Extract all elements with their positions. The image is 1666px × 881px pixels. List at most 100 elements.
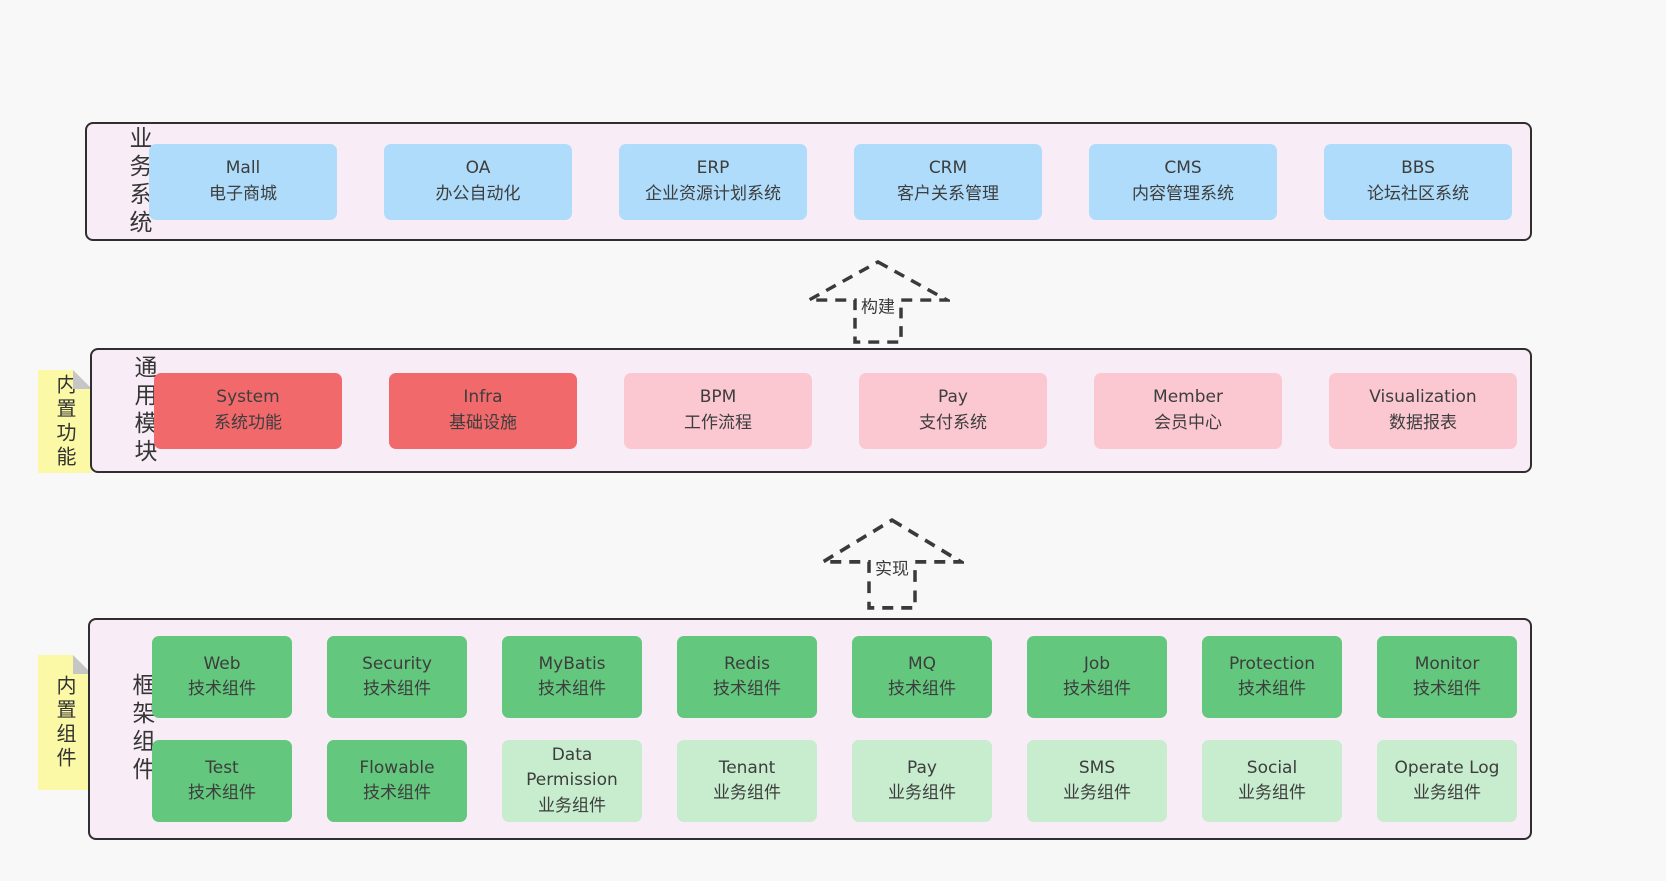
- business-box-mall: Mall 电子商城: [149, 143, 337, 220]
- framework-box-social: Social 业务组件: [1202, 740, 1342, 822]
- framework-box-tenant: Tenant 业务组件: [677, 740, 817, 822]
- business-box-crm: CRM 客户关系管理: [854, 143, 1042, 220]
- box-title: Protection: [1228, 653, 1315, 674]
- framework-box-test: Test 技术组件: [152, 740, 292, 822]
- box-subtitle: 技术组件: [363, 679, 431, 699]
- framework-box-protection: Protection 技术组件: [1202, 636, 1342, 718]
- box-title: Tenant: [718, 757, 776, 778]
- box-subtitle: 业务组件: [888, 783, 956, 803]
- framework-box-monitor: Monitor 技术组件: [1377, 636, 1517, 718]
- box-title: CRM: [928, 158, 968, 178]
- box-title: Test: [205, 757, 239, 778]
- module-box-visualization: Visualization 数据报表: [1329, 372, 1517, 449]
- box-subtitle: 业务组件: [1413, 783, 1481, 803]
- box-title: Mall: [225, 158, 261, 178]
- box-title: BBS: [1401, 158, 1435, 178]
- framework-box-mq: MQ 技术组件: [852, 636, 992, 718]
- box-subtitle: 业务组件: [1063, 783, 1131, 803]
- box-title: Job: [1083, 653, 1111, 674]
- box-title: Member: [1153, 387, 1223, 407]
- box-subtitle: 技术组件: [1238, 679, 1306, 699]
- box-title: MyBatis: [538, 653, 606, 674]
- implement-arrow: 实现: [820, 518, 964, 610]
- module-box-system: System 系统功能: [154, 372, 342, 449]
- framework-rows: Web 技术组件 Security 技术组件 MyBatis 技术组件 Redi…: [152, 636, 1517, 822]
- module-box-pay: Pay 支付系统: [859, 372, 1047, 449]
- box-subtitle: 技术组件: [363, 783, 431, 803]
- box-title: MQ: [907, 653, 937, 674]
- section-business-label: 业务系统: [125, 125, 151, 238]
- builtin-features-note-text: 内置功能: [53, 373, 77, 470]
- box-subtitle: 技术组件: [538, 679, 606, 699]
- box-title: Flowable: [359, 757, 435, 778]
- build-arrow-label: 构建: [858, 292, 898, 318]
- implement-arrow-label: 实现: [872, 554, 912, 580]
- box-title: Web: [203, 653, 241, 674]
- box-subtitle: 业务组件: [713, 783, 781, 803]
- section-common-modules: 通用模块 System 系统功能 Infra 基础设施 BPM 工作流程 Pay…: [90, 348, 1532, 473]
- box-title: System: [216, 387, 280, 407]
- business-box-erp: ERP 企业资源计划系统: [619, 143, 807, 220]
- module-boxes: System 系统功能 Infra 基础设施 BPM 工作流程 Pay 支付系统…: [154, 372, 1517, 449]
- framework-box-flowable: Flowable 技术组件: [327, 740, 467, 822]
- framework-box-operate-log: Operate Log 业务组件: [1377, 740, 1517, 822]
- framework-row-2: Test 技术组件 Flowable 技术组件 Data Permission …: [152, 740, 1517, 822]
- build-arrow: 构建: [806, 260, 950, 344]
- box-subtitle: 支付系统: [919, 412, 987, 433]
- box-subtitle: 电子商城: [209, 183, 277, 204]
- business-box-oa: OA 办公自动化: [384, 143, 572, 220]
- box-title: Social: [1246, 757, 1298, 778]
- box-title: Security: [362, 653, 432, 674]
- builtin-features-note: 内置功能: [38, 370, 92, 473]
- framework-box-sms: SMS 业务组件: [1027, 740, 1167, 822]
- up-arrow-icon: [820, 518, 964, 610]
- box-subtitle: 技术组件: [1063, 679, 1131, 699]
- box-subtitle: 技术组件: [188, 783, 256, 803]
- box-subtitle: 工作流程: [684, 412, 752, 433]
- section-framework-components: 框架组件 Web 技术组件 Security 技术组件 MyBatis 技术组件…: [88, 618, 1532, 840]
- box-title: OA: [465, 158, 491, 178]
- business-box-cms: CMS 内容管理系统: [1089, 143, 1277, 220]
- framework-box-redis: Redis 技术组件: [677, 636, 817, 718]
- box-subtitle: 系统功能: [214, 412, 282, 433]
- box-subtitle: 业务组件: [1238, 783, 1306, 803]
- box-subtitle: 会员中心: [1154, 412, 1222, 433]
- box-title: Visualization: [1369, 387, 1477, 407]
- section-business-systems: 业务系统 Mall 电子商城 OA 办公自动化 ERP 企业资源计划系统 CRM…: [85, 122, 1532, 241]
- box-title: Monitor: [1414, 653, 1480, 674]
- framework-row-1: Web 技术组件 Security 技术组件 MyBatis 技术组件 Redi…: [152, 636, 1517, 718]
- box-title: ERP: [696, 158, 730, 178]
- business-boxes: Mall 电子商城 OA 办公自动化 ERP 企业资源计划系统 CRM 客户关系…: [149, 143, 1512, 220]
- box-subtitle: 企业资源计划系统: [645, 183, 781, 204]
- framework-box-pay: Pay 业务组件: [852, 740, 992, 822]
- box-title: Data Permission: [526, 744, 618, 791]
- box-title: CMS: [1164, 158, 1202, 178]
- box-subtitle: 客户关系管理: [897, 183, 999, 204]
- module-box-bpm: BPM 工作流程: [624, 372, 812, 449]
- box-title: Infra: [463, 387, 503, 407]
- box-subtitle: 技术组件: [188, 679, 256, 699]
- section-framework-label: 框架组件: [128, 673, 154, 785]
- box-subtitle: 业务组件: [538, 795, 606, 816]
- framework-box-data-permission: Data Permission 业务组件: [502, 740, 642, 822]
- section-modules-label: 通用模块: [130, 354, 156, 467]
- up-arrow-icon: [806, 260, 950, 344]
- module-box-member: Member 会员中心: [1094, 372, 1282, 449]
- box-title: Operate Log: [1394, 757, 1500, 778]
- builtin-components-note-text: 内置组件: [53, 674, 77, 771]
- framework-box-job: Job 技术组件: [1027, 636, 1167, 718]
- box-title: Pay: [907, 757, 937, 778]
- box-title: Pay: [938, 387, 968, 407]
- box-title: SMS: [1078, 757, 1116, 778]
- box-subtitle: 办公自动化: [435, 183, 521, 204]
- box-subtitle: 论坛社区系统: [1367, 183, 1469, 204]
- box-subtitle: 基础设施: [449, 412, 517, 433]
- box-subtitle: 技术组件: [888, 679, 956, 699]
- framework-box-mybatis: MyBatis 技术组件: [502, 636, 642, 718]
- module-box-infra: Infra 基础设施: [389, 372, 577, 449]
- framework-box-security: Security 技术组件: [327, 636, 467, 718]
- box-subtitle: 内容管理系统: [1132, 183, 1234, 204]
- business-box-bbs: BBS 论坛社区系统: [1324, 143, 1512, 220]
- box-title: Redis: [724, 653, 770, 674]
